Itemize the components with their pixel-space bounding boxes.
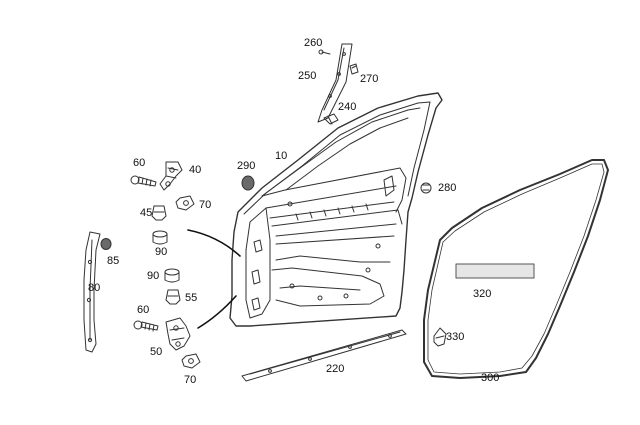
bracket-240[interactable] <box>324 114 338 124</box>
callout-300: 300 <box>481 372 500 384</box>
callout-260: 260 <box>304 37 323 49</box>
callout-45: 45 <box>140 207 153 219</box>
callout-220: 220 <box>326 363 345 375</box>
label-plate-320[interactable] <box>455 263 535 279</box>
stopper-45[interactable] <box>152 206 166 220</box>
nut-70-lower[interactable] <box>182 354 200 368</box>
callout-50: 50 <box>150 346 163 358</box>
callout-270: 270 <box>360 73 379 85</box>
callout-60-upper: 60 <box>133 157 146 169</box>
clip-330[interactable] <box>434 328 446 346</box>
callout-85: 85 <box>107 255 120 267</box>
seal-strip-80[interactable] <box>84 232 100 352</box>
hinge-40[interactable] <box>160 162 182 190</box>
callout-240: 240 <box>338 101 357 113</box>
hinge-arrow-upper <box>187 229 241 257</box>
door-shell-10[interactable] <box>230 93 442 326</box>
bumper-90-upper[interactable] <box>153 231 167 244</box>
bumper-90-lower[interactable] <box>165 269 179 282</box>
clip-280[interactable] <box>421 183 431 193</box>
bolt-60-lower[interactable] <box>134 321 158 331</box>
callout-40: 40 <box>189 164 202 176</box>
hinge-arrow-lower <box>197 295 237 329</box>
plug-85[interactable] <box>100 238 112 250</box>
hinge-50[interactable] <box>166 318 190 350</box>
stopper-55[interactable] <box>166 290 180 304</box>
callout-330: 330 <box>446 331 465 343</box>
callout-80: 80 <box>88 282 101 294</box>
callout-70-upper: 70 <box>199 199 212 211</box>
door-seal-300[interactable] <box>423 159 609 379</box>
window-strip-250[interactable] <box>318 44 352 122</box>
bolt-60-upper[interactable] <box>131 176 156 186</box>
callout-10: 10 <box>275 150 288 162</box>
callout-290: 290 <box>237 160 256 172</box>
callout-70-lower: 70 <box>184 374 197 386</box>
callout-90-lower: 90 <box>147 270 160 282</box>
callout-55: 55 <box>185 292 198 304</box>
callout-320: 320 <box>473 288 492 300</box>
callout-280: 280 <box>438 182 457 194</box>
callout-60-lower: 60 <box>137 304 150 316</box>
screw-260[interactable] <box>319 50 330 54</box>
plug-290[interactable] <box>241 175 255 191</box>
moulding-220[interactable] <box>242 330 406 381</box>
nut-70-upper[interactable] <box>176 196 194 210</box>
clip-270[interactable] <box>350 64 358 74</box>
door-seal-300-inner-edge <box>427 163 605 375</box>
callout-250: 250 <box>298 70 317 82</box>
callout-90-upper: 90 <box>155 246 168 258</box>
